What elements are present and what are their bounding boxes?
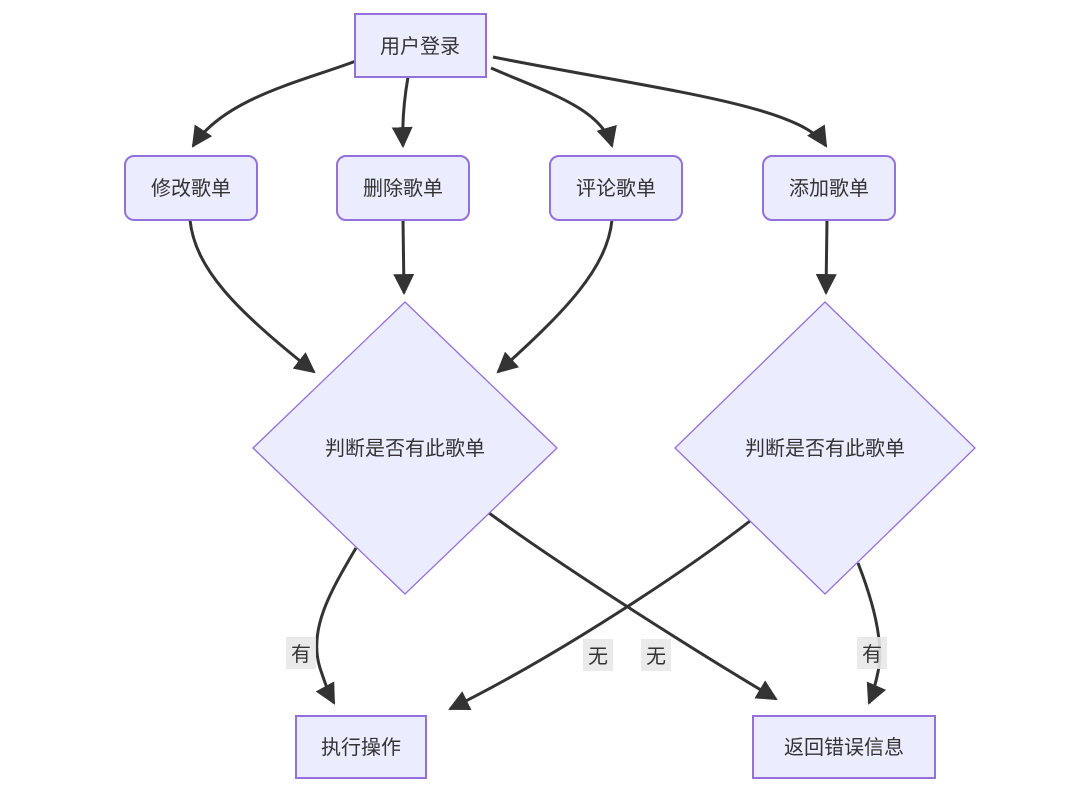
- edge-label-text: 无: [646, 646, 666, 668]
- edge-check-left-to-execute: [315, 547, 358, 705]
- node-shape: [762, 155, 896, 221]
- edge-label-bg: [286, 637, 316, 669]
- node-shape: [752, 715, 936, 779]
- edge-login-to-modify: [191, 59, 357, 148]
- edge-login-to-comment: [490, 66, 617, 149]
- node-comment-playlist: 评论歌单: [549, 155, 683, 221]
- node-execute-operation: 执行操作: [295, 715, 427, 779]
- edge-add-to-check-right: [815, 219, 837, 296]
- edge-modify-to-check-left: [188, 219, 316, 374]
- node-check-playlist-right: 判断是否有此歌单: [674, 301, 976, 595]
- node-shape: [354, 13, 487, 78]
- node-label: 修改歌单: [151, 177, 231, 200]
- edge-label-bg: [641, 639, 671, 671]
- node-shape: [295, 715, 427, 779]
- edge-login-to-delete: [391, 76, 413, 149]
- edge-label-right-has: 有: [857, 637, 887, 669]
- node-shape: [549, 155, 683, 221]
- edge-label-text: 无: [588, 646, 608, 668]
- node-label: 判断是否有此歌单: [325, 437, 485, 460]
- edge-label-bg: [583, 639, 613, 671]
- edge-label-bg: [857, 637, 887, 669]
- edge-group: [188, 55, 887, 711]
- node-shape: [252, 301, 558, 595]
- node-label: 用户登录: [380, 35, 460, 58]
- node-label: 执行操作: [321, 736, 401, 759]
- node-label: 评论歌单: [576, 177, 656, 200]
- edge-delete-to-check-left: [393, 219, 415, 296]
- edge-check-right-to-error: [856, 562, 887, 705]
- node-add-playlist: 添加歌单: [762, 155, 896, 221]
- edge-login-to-add: [492, 55, 828, 148]
- node-shape: [336, 155, 470, 221]
- edge-check-left-to-error: [488, 511, 778, 701]
- node-label: 返回错误信息: [784, 736, 904, 759]
- node-shape: [674, 301, 976, 595]
- node-shape: [124, 155, 258, 221]
- node-label: 判断是否有此歌单: [745, 437, 905, 460]
- edge-label-left-none: 无: [641, 639, 671, 671]
- node-return-error: 返回错误信息: [752, 715, 936, 779]
- edge-comment-to-check-left: [496, 219, 614, 374]
- node-delete-playlist: 删除歌单: [336, 155, 470, 221]
- node-modify-playlist: 修改歌单: [124, 155, 258, 221]
- edge-labels: 有 无 无 有: [286, 637, 887, 671]
- node-label: 删除歌单: [363, 177, 443, 200]
- edge-label-right-none: 无: [583, 639, 613, 671]
- edge-label-text: 有: [862, 643, 882, 666]
- node-label: 添加歌单: [789, 177, 869, 200]
- edge-check-right-to-execute: [448, 519, 751, 711]
- edge-label-text: 有: [291, 643, 311, 666]
- edge-label-left-has: 有: [286, 637, 316, 669]
- node-user-login: 用户登录: [354, 13, 487, 78]
- node-check-playlist-left: 判断是否有此歌单: [252, 301, 558, 595]
